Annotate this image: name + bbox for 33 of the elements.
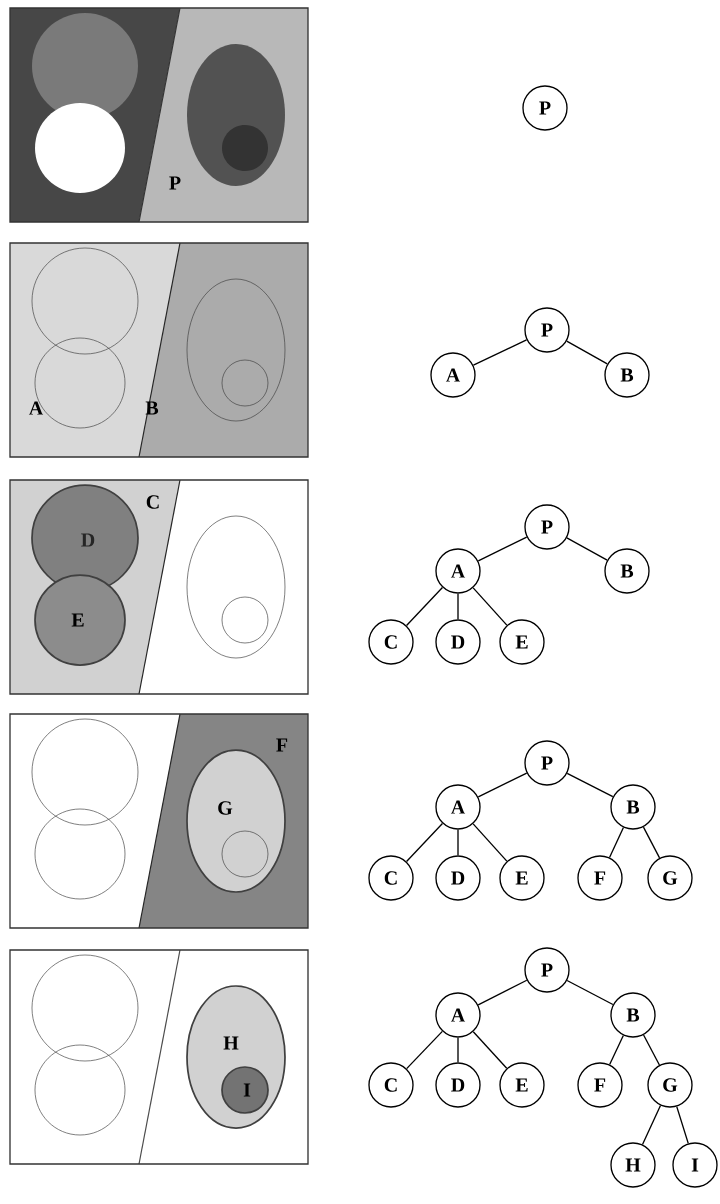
region-label: H: [223, 1036, 239, 1050]
region-label: G: [218, 801, 233, 815]
tree-edge: [457, 1037, 459, 1063]
tree-edge: [405, 586, 444, 627]
tree-edge: [676, 1105, 689, 1145]
tree-edge: [566, 979, 614, 1006]
tree-edge: [609, 1034, 624, 1066]
tree-edge: [566, 537, 608, 561]
tree-edge: [457, 593, 459, 620]
tree-edge: [457, 829, 459, 856]
region-label: I: [243, 1083, 251, 1097]
tree-edge: [566, 340, 608, 365]
tree-edge: [608, 826, 625, 859]
region-label: F: [276, 738, 288, 752]
tree-edge: [406, 1030, 443, 1070]
region-label: C: [146, 495, 159, 509]
region-label: E: [71, 613, 84, 627]
tree-edge: [641, 1104, 662, 1146]
region-label: D: [81, 533, 95, 547]
tree-edge: [472, 1031, 508, 1069]
region-label: A: [28, 401, 44, 415]
tree-edge: [472, 587, 508, 626]
tree-edge: [642, 1034, 661, 1066]
region-label: B: [145, 401, 159, 415]
tree-edge: [472, 823, 508, 862]
region-label: P: [169, 176, 181, 190]
tree-edge: [477, 772, 528, 798]
tree-edge: [472, 339, 528, 366]
tree-edge: [477, 979, 528, 1006]
tree-edge: [566, 772, 614, 798]
tree-edge: [477, 536, 528, 562]
tree-edge: [642, 826, 661, 859]
tree-edge: [405, 822, 444, 863]
